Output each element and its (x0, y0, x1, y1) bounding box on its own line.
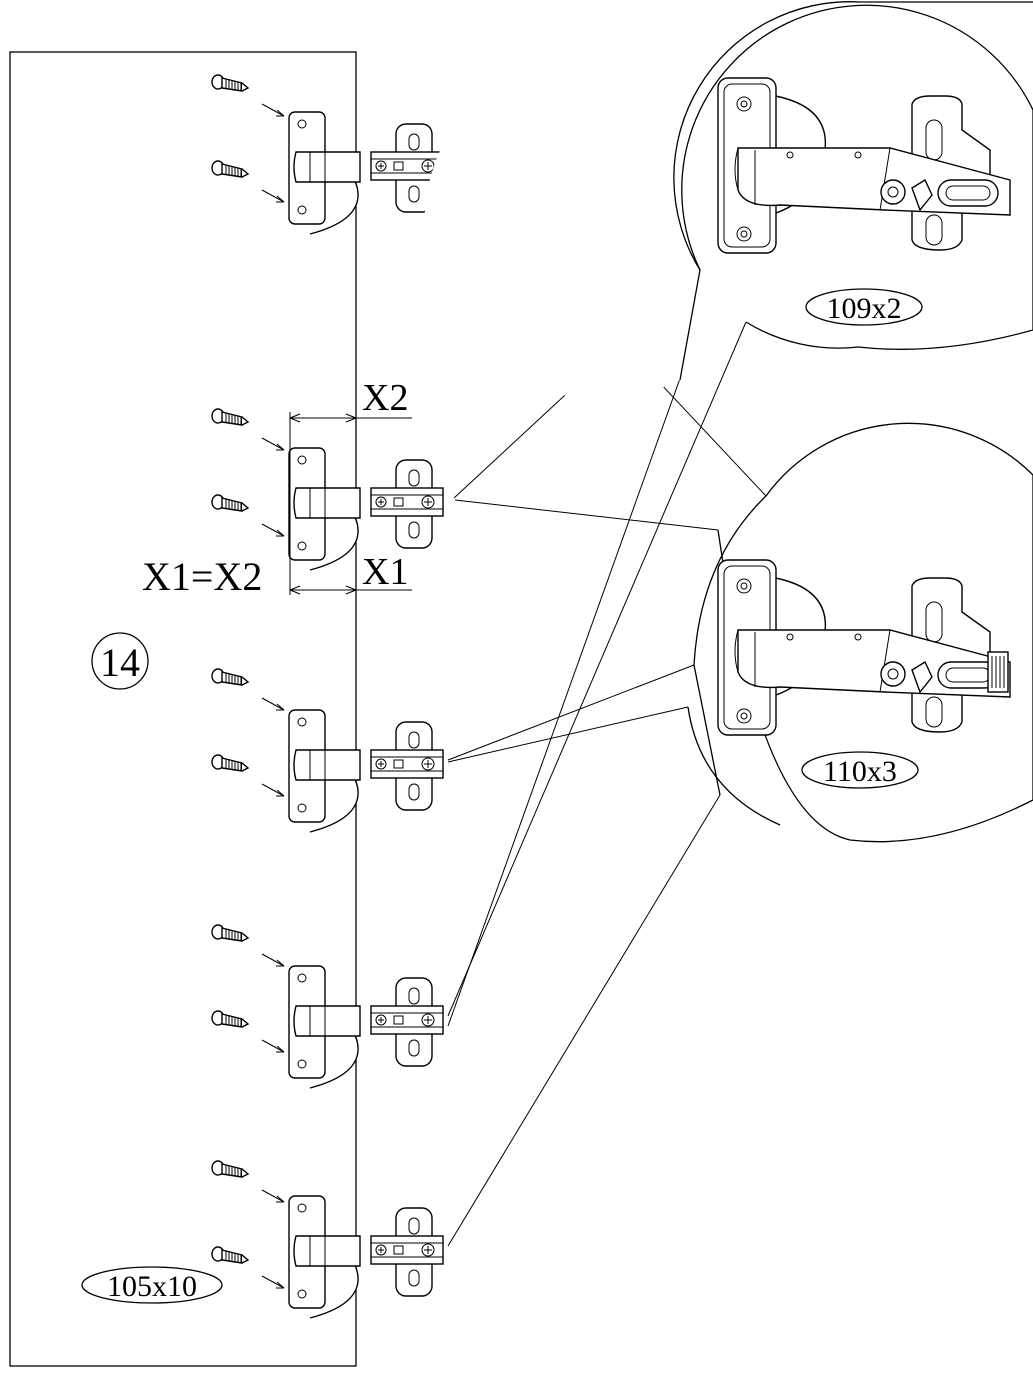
x2-label: X2 (362, 377, 408, 419)
callout-109: 109x2 (424, 1, 1033, 399)
screw-icon (211, 1010, 249, 1028)
screw-icon (211, 668, 249, 686)
hinge-109-detail (717, 77, 1011, 254)
screw-icon (211, 408, 249, 426)
hinge-110-detail (717, 559, 1011, 736)
screw-quantity-label: 105x10 (107, 1270, 197, 1303)
hinge-3 (288, 709, 444, 833)
callout-110: 110x3 (687, 422, 1033, 843)
equation-label: X1=X2 (142, 554, 262, 599)
door-panel (9, 51, 357, 1367)
hinge-110-quantity-label: 110x3 (823, 755, 897, 788)
screw-icon (211, 494, 249, 512)
screw-group (211, 74, 285, 1289)
part-number-label: 14 (100, 640, 140, 685)
screw-quantity-tag: 105x10 (81, 1266, 223, 1304)
arrow-icons (261, 103, 285, 1289)
screw-icon (211, 754, 249, 772)
screw-icon (211, 160, 249, 178)
hinge-1 (288, 111, 444, 235)
hinge-5 (288, 1195, 444, 1319)
part-number-badge: 14 (91, 632, 149, 690)
hinge-109-quantity-label: 109x2 (827, 292, 902, 325)
screw-icon (211, 924, 249, 942)
dimension-annotation: X2 X1 X1=X2 (142, 377, 412, 599)
hinge-row (288, 111, 444, 1319)
x1-label: X1 (362, 551, 408, 593)
screw-icon (211, 74, 249, 92)
hinge-4 (288, 965, 444, 1089)
screw-icon (211, 1246, 249, 1264)
screw-icon (211, 1160, 249, 1178)
